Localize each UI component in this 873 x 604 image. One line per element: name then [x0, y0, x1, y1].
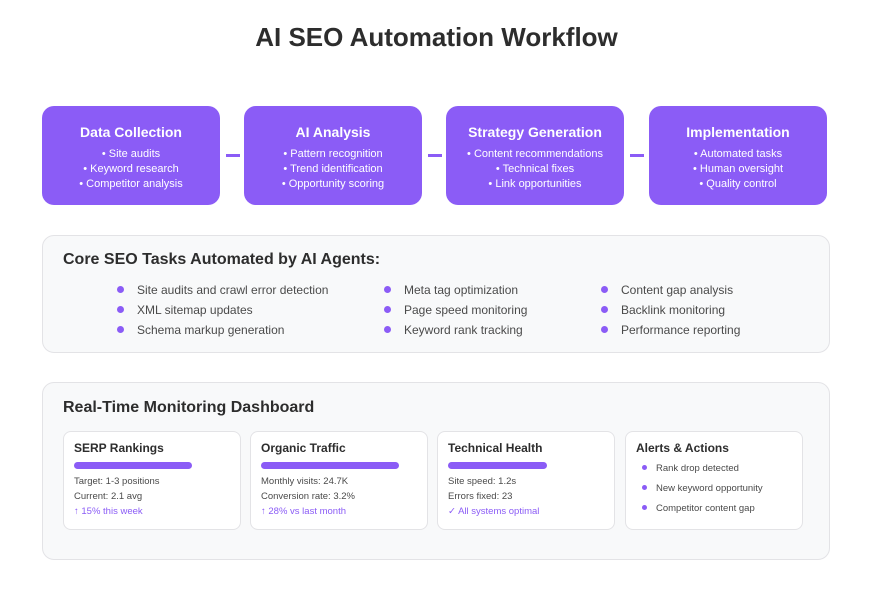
task-column: Site audits and crawl error detection XM…	[117, 282, 328, 342]
task-label: Schema markup generation	[137, 323, 285, 337]
task-label: XML sitemap updates	[137, 303, 253, 317]
step-item: • Human oversight	[692, 163, 784, 175]
card-line: Errors fixed: 23	[448, 491, 513, 502]
step-connector	[428, 154, 442, 157]
alert-label: Rank drop detected	[656, 463, 739, 474]
task-item: Page speed monitoring	[384, 302, 527, 322]
task-label: Backlink monitoring	[621, 303, 726, 317]
bullet-icon	[642, 465, 647, 470]
step-title: Data Collection	[80, 124, 182, 140]
task-item: Schema markup generation	[117, 322, 328, 342]
step-title: Implementation	[686, 124, 790, 140]
card-serp-rankings: SERP Rankings Target: 1-3 positions Curr…	[63, 431, 241, 530]
card-title: SERP Rankings	[74, 441, 164, 455]
step-item: • Keyword research	[83, 163, 179, 175]
step-connector	[226, 154, 240, 157]
task-label: Site audits and crawl error detection	[137, 283, 329, 297]
task-item: XML sitemap updates	[117, 302, 328, 322]
task-item: Site audits and crawl error detection	[117, 282, 328, 302]
step-title: AI Analysis	[295, 124, 371, 140]
step-item: • Pattern recognition	[283, 148, 383, 160]
card-title: Technical Health	[448, 441, 543, 455]
step-ai-analysis: AI Analysis • Pattern recognition • Tren…	[244, 106, 422, 205]
task-item: Keyword rank tracking	[384, 322, 527, 342]
progress-bar	[448, 462, 547, 469]
bullet-icon	[642, 505, 647, 510]
bullet-icon	[384, 286, 391, 293]
bullet-icon	[601, 306, 608, 313]
progress-bar	[74, 462, 192, 469]
progress-bar	[261, 462, 399, 469]
card-technical-health: Technical Health Site speed: 1.2s Errors…	[437, 431, 615, 530]
alert-item: Rank drop detected	[636, 462, 792, 482]
bullet-icon	[601, 286, 608, 293]
monitoring-dashboard-panel: Real-Time Monitoring Dashboard SERP Rank…	[42, 382, 830, 560]
status-text: ✓ All systems optimal	[448, 506, 540, 517]
step-item: • Competitor analysis	[79, 178, 183, 190]
card-title: Alerts & Actions	[636, 441, 729, 455]
card-line: Target: 1-3 positions	[74, 476, 160, 487]
task-item: Performance reporting	[601, 322, 740, 342]
workflow-steps: Data Collection • Site audits • Keyword …	[42, 106, 828, 206]
alert-item: Competitor content gap	[636, 502, 792, 522]
step-item: • Quality control	[699, 178, 777, 190]
task-label: Performance reporting	[621, 323, 741, 337]
task-label: Content gap analysis	[621, 283, 734, 297]
bullet-icon	[642, 485, 647, 490]
step-title: Strategy Generation	[468, 124, 602, 140]
step-item: • Technical fixes	[495, 163, 575, 175]
trend-text: ↑ 15% this week	[74, 506, 143, 517]
core-tasks-heading: Core SEO Tasks Automated by AI Agents:	[63, 251, 381, 268]
step-item: • Link opportunities	[488, 178, 582, 190]
task-item: Content gap analysis	[601, 282, 740, 302]
step-data-collection: Data Collection • Site audits • Keyword …	[42, 106, 220, 205]
task-label: Meta tag optimization	[404, 283, 519, 297]
task-item: Meta tag optimization	[384, 282, 527, 302]
step-item: • Site audits	[101, 148, 161, 160]
bullet-icon	[117, 306, 124, 313]
card-organic-traffic: Organic Traffic Monthly visits: 24.7K Co…	[250, 431, 428, 530]
card-alerts-actions: Alerts & Actions Rank drop detected New …	[625, 431, 803, 530]
page-title: AI SEO Automation Workflow	[255, 22, 618, 52]
card-title: Organic Traffic	[261, 441, 346, 455]
step-item: • Content recommendations	[467, 148, 603, 160]
step-implementation: Implementation • Automated tasks • Human…	[649, 106, 827, 205]
alert-item: New keyword opportunity	[636, 482, 792, 502]
alert-label: Competitor content gap	[656, 503, 755, 514]
card-line: Current: 2.1 avg	[74, 491, 143, 502]
bullet-icon	[384, 306, 391, 313]
task-item: Backlink monitoring	[601, 302, 740, 322]
task-label: Page speed monitoring	[404, 303, 528, 317]
bullet-icon	[384, 326, 391, 333]
step-item: • Automated tasks	[693, 148, 783, 160]
card-line: Conversion rate: 3.2%	[261, 491, 355, 502]
step-item: • Opportunity scoring	[281, 178, 385, 190]
bullet-icon	[117, 286, 124, 293]
task-label: Keyword rank tracking	[404, 323, 523, 337]
bullet-icon	[601, 326, 608, 333]
dashboard-heading: Real-Time Monitoring Dashboard	[63, 399, 315, 416]
task-column: Content gap analysis Backlink monitoring…	[601, 282, 740, 342]
step-strategy-generation: Strategy Generation • Content recommenda…	[446, 106, 624, 205]
step-item: • Trend identification	[283, 163, 383, 175]
step-connector	[630, 154, 644, 157]
task-column: Meta tag optimization Page speed monitor…	[384, 282, 527, 342]
core-tasks-panel: Core SEO Tasks Automated by AI Agents: S…	[42, 235, 830, 353]
bullet-icon	[117, 326, 124, 333]
trend-text: ↑ 28% vs last month	[261, 506, 347, 517]
card-line: Monthly visits: 24.7K	[261, 476, 349, 487]
card-line: Site speed: 1.2s	[448, 476, 517, 487]
alert-label: New keyword opportunity	[656, 483, 763, 494]
